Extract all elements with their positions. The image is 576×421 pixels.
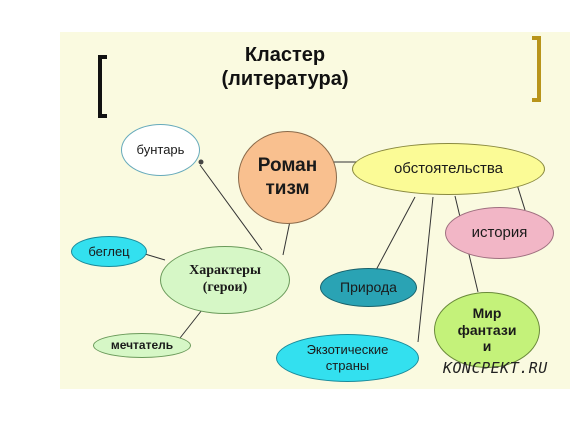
node-exotic-line2: страны	[325, 358, 370, 373]
node-fantasy-line2: фантази	[457, 321, 517, 338]
connector-dot	[198, 159, 204, 165]
node-exotic-line1: Экзотические	[306, 342, 389, 358]
left-bracket	[98, 55, 107, 118]
node-romanticism-line1: Роман	[257, 154, 318, 176]
right-bracket	[532, 36, 541, 102]
node-characters-line1: Характеры	[189, 263, 261, 279]
node-nature: Природа	[320, 268, 417, 307]
node-circumstances: обстоятельства	[352, 143, 545, 195]
node-nature-label: Природа	[340, 279, 397, 296]
node-fantasy-line3: и	[482, 338, 492, 355]
node-history-label: история	[471, 224, 528, 241]
page-title: Кластер	[244, 44, 326, 66]
page-subtitle: (литература)	[221, 68, 349, 90]
node-dreamer-label: мечтатель	[110, 338, 174, 353]
link-dreamer-characters	[179, 309, 203, 339]
node-fugitive-label: беглец	[88, 243, 130, 259]
node-rebel-label: бунтарь	[136, 142, 185, 158]
node-romanticism-line2: тизм	[265, 177, 310, 199]
node-dreamer: мечтатель	[93, 333, 191, 358]
link-circumstances-nature	[374, 196, 416, 273]
link-romanticism-characters	[282, 220, 291, 256]
link-rebel-characters	[199, 164, 263, 251]
node-rebel: бунтарь	[121, 124, 200, 176]
node-fantasy-line1: Мир	[472, 304, 502, 321]
link-circumstances-exotic	[417, 196, 434, 343]
watermark-text: KONCPEKT.RU	[443, 359, 548, 377]
node-fugitive: беглец	[71, 236, 147, 267]
node-circumstances-label: обстоятельства	[393, 160, 504, 177]
node-history: история	[445, 207, 554, 259]
node-characters: Характеры(герои)	[160, 246, 290, 314]
link-fugitive-characters	[144, 253, 166, 261]
node-characters-line2: (герои)	[202, 280, 248, 295]
